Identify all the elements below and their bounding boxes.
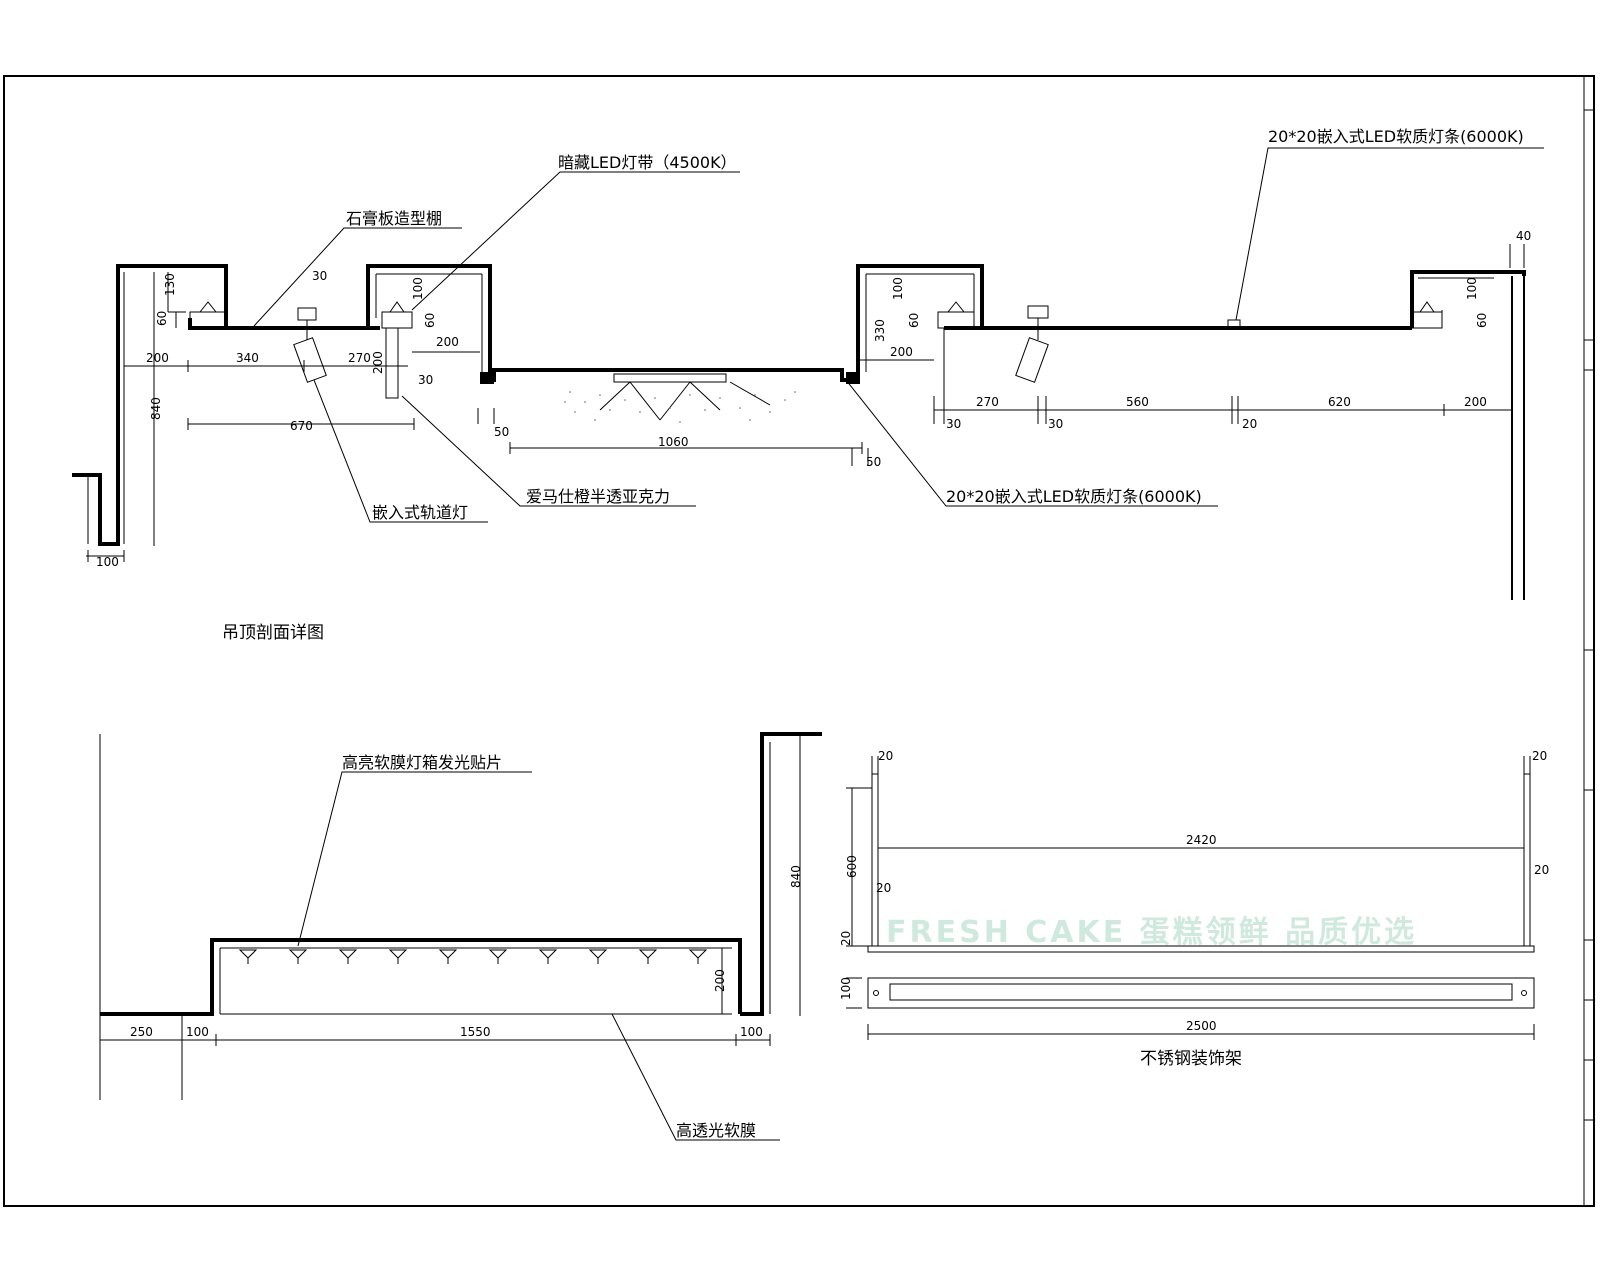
label-led-strip-mid: 20*20嵌入式LED软质灯条(6000K) bbox=[946, 487, 1202, 506]
dim-100: 100 bbox=[891, 277, 905, 300]
rack-base bbox=[867, 945, 1535, 953]
dim-20: 20 bbox=[1242, 417, 1257, 431]
label-track-light: 嵌入式轨道灯 bbox=[372, 503, 468, 522]
rack-elevation bbox=[867, 773, 1535, 1009]
dim-text-top: 130 60 30 100 60 200 340 270 200 200 30 … bbox=[96, 229, 1531, 569]
dim-130: 130 bbox=[163, 273, 177, 296]
dim-620: 620 bbox=[1328, 395, 1351, 409]
dim-560: 560 bbox=[1126, 395, 1149, 409]
dim-600: 600 bbox=[845, 855, 859, 878]
light-rays bbox=[599, 381, 771, 421]
dim-40: 40 bbox=[1516, 229, 1531, 243]
led-box-far-right bbox=[1411, 311, 1443, 329]
dim-50: 50 bbox=[494, 425, 509, 439]
led-fixture-icon bbox=[389, 301, 405, 313]
dim-20: 20 bbox=[1534, 863, 1549, 877]
dim-340: 340 bbox=[236, 351, 259, 365]
track-light-head bbox=[293, 337, 327, 383]
leaders-lightbox bbox=[297, 771, 780, 1141]
dim-840: 840 bbox=[149, 397, 163, 420]
dim-100: 100 bbox=[411, 277, 425, 300]
led-strip-box bbox=[1227, 319, 1241, 329]
dim-20: 20 bbox=[878, 749, 893, 763]
dim-2420: 2420 bbox=[1186, 833, 1217, 847]
rack-plan-slot bbox=[889, 983, 1513, 1001]
center-lamp bbox=[613, 373, 727, 383]
dim-60: 60 bbox=[423, 313, 437, 328]
rack-left-post bbox=[871, 773, 879, 947]
lb-right-wall bbox=[740, 732, 822, 1016]
rack-screw-right bbox=[1521, 990, 1527, 996]
dim-50: 50 bbox=[866, 455, 881, 469]
dim-670: 670 bbox=[290, 419, 313, 433]
dim-100: 100 bbox=[839, 977, 853, 1000]
dim-60: 60 bbox=[907, 313, 921, 328]
dim-200: 200 bbox=[1464, 395, 1487, 409]
led-box-left bbox=[189, 311, 227, 329]
center-lightbox bbox=[480, 368, 858, 382]
lightbox-section bbox=[99, 732, 822, 1100]
led-fixture-icon bbox=[946, 301, 966, 313]
section-title: 吊顶剖面详图 bbox=[222, 623, 324, 643]
dim-1550: 1550 bbox=[460, 1025, 491, 1039]
rack-screw-left bbox=[873, 990, 879, 996]
dim-30: 30 bbox=[1048, 417, 1063, 431]
leaders-top bbox=[253, 147, 1544, 523]
acrylic-panel bbox=[385, 327, 399, 399]
dim-330: 330 bbox=[873, 319, 887, 342]
dim-200: 200 bbox=[890, 345, 913, 359]
dim-30: 30 bbox=[312, 269, 327, 283]
dim-20: 20 bbox=[1532, 749, 1547, 763]
led-fixture-icon bbox=[198, 301, 218, 313]
dim-270: 270 bbox=[976, 395, 999, 409]
rack-plan bbox=[867, 977, 1535, 1009]
label-hidden-led: 暗藏LED灯带（4500K） bbox=[558, 153, 737, 172]
track-light-head-right bbox=[1015, 337, 1049, 383]
dim-30: 30 bbox=[418, 373, 433, 387]
dim-200: 200 bbox=[146, 351, 169, 365]
label-soft-film: 高透光软膜 bbox=[676, 1121, 756, 1140]
led-box-2 bbox=[381, 311, 413, 329]
lb-floor-step bbox=[100, 938, 742, 1016]
dim-100: 100 bbox=[96, 555, 119, 569]
led-box-right bbox=[937, 311, 975, 329]
dim-100: 100 bbox=[186, 1025, 209, 1039]
dim-lines-rack bbox=[846, 756, 1535, 1040]
center-led-left bbox=[480, 372, 494, 384]
dim-20: 20 bbox=[839, 931, 853, 946]
dim-840: 840 bbox=[789, 865, 803, 888]
track-light-base-right bbox=[1027, 305, 1049, 319]
dim-lines-lightbox bbox=[99, 734, 801, 1046]
track-light-base bbox=[297, 307, 317, 321]
dim-60: 60 bbox=[155, 311, 169, 326]
dim-60: 60 bbox=[1475, 313, 1489, 328]
label-gypsum-ceiling: 石膏板造型棚 bbox=[346, 209, 442, 228]
dim-200: 200 bbox=[713, 969, 727, 992]
dim-270: 270 bbox=[348, 351, 371, 365]
lightbox-patches bbox=[238, 949, 708, 964]
rack-right-post bbox=[1523, 773, 1531, 947]
dim-20: 20 bbox=[876, 881, 891, 895]
dim-100: 100 bbox=[740, 1025, 763, 1039]
dim-30: 30 bbox=[946, 417, 961, 431]
dim-2500: 2500 bbox=[1186, 1019, 1217, 1033]
dim-200: 200 bbox=[436, 335, 459, 349]
dim-200: 200 bbox=[371, 351, 385, 374]
dim-lines-top bbox=[86, 244, 1525, 562]
label-lightbox-patch: 高亮软膜灯箱发光贴片 bbox=[342, 753, 502, 772]
watermark: FRESH CAKE 蛋糕领鲜 品质优选 bbox=[886, 915, 1417, 950]
ceiling-section bbox=[72, 264, 1526, 600]
diffuse-dots bbox=[564, 391, 796, 423]
led-fixture-icon bbox=[1419, 301, 1435, 313]
label-acrylic: 爱马仕橙半透亚克力 bbox=[526, 487, 670, 506]
dim-100: 100 bbox=[1465, 277, 1479, 300]
dim-1060: 1060 bbox=[658, 435, 689, 449]
label-led-strip-top: 20*20嵌入式LED软质灯条(6000K) bbox=[1268, 127, 1524, 146]
sheet-border bbox=[3, 75, 1595, 1207]
dim-250: 250 bbox=[130, 1025, 153, 1039]
rack-title: 不锈钢装饰架 bbox=[1140, 1049, 1242, 1069]
